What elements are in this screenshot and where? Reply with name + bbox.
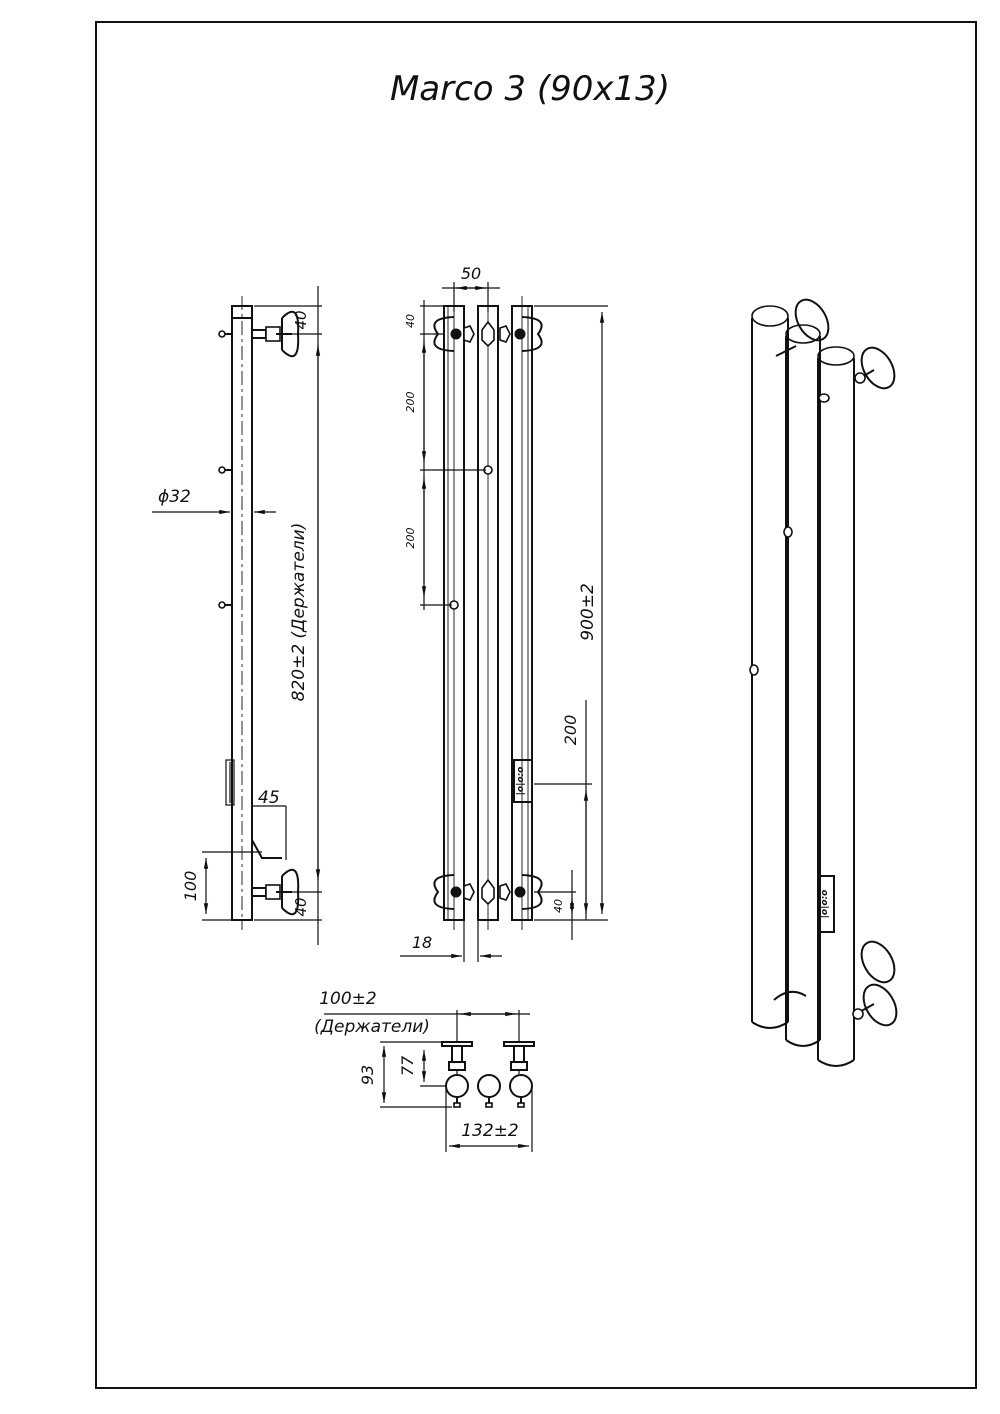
dim-front-900: 900±2	[578, 583, 598, 641]
front-view: |o|o:o 50 40 200 200 900±2 200 40	[400, 264, 608, 962]
side-hooks	[218, 330, 232, 609]
isometric-view: |o|o:o	[749, 298, 898, 1067]
svg-text:|o|o:o: |o|o:o	[516, 767, 526, 796]
top-tube-right	[509, 1074, 533, 1098]
dim-side-top-40: 40	[292, 310, 310, 329]
dim-front-top-40: 40	[404, 314, 417, 328]
iso-tube-middle	[785, 324, 821, 1047]
dim-side-100: 100	[181, 871, 200, 902]
drawing-title: Marco 3 (90x13)	[390, 69, 670, 109]
front-control-panel: |o|o:o	[513, 759, 533, 803]
side-control-block	[225, 759, 235, 806]
dim-top-93: 93	[358, 1065, 377, 1085]
dim-front-50: 50	[461, 264, 481, 283]
iso-top-brackets	[775, 298, 896, 390]
dim-front-right-200: 200	[561, 715, 580, 746]
dim-front-200-b: 200	[404, 528, 417, 549]
dim-side-diameter: ϕ32	[158, 487, 191, 507]
front-bottom-flanges	[433, 874, 543, 910]
iso-hook-1	[818, 393, 830, 403]
dim-top-holders-label: (Держатели)	[314, 1017, 430, 1037]
svg-text:|o|o:o: |o|o:o	[820, 890, 830, 919]
dim-side-45: 45	[258, 788, 280, 808]
top-tube-left	[445, 1074, 469, 1098]
iso-bottom-brackets	[773, 940, 898, 1027]
dim-front-bottom-40: 40	[552, 899, 565, 913]
dim-side-bottom-40: 40	[292, 897, 310, 916]
top-tube-middle	[477, 1074, 501, 1098]
dim-front-18: 18	[412, 933, 432, 952]
front-top-flanges	[433, 316, 543, 352]
iso-tube-right	[817, 346, 855, 1067]
dim-side-820: 820±2 (Держатели)	[289, 523, 309, 702]
iso-hook-3	[749, 664, 759, 676]
dim-front-200-a: 200	[404, 392, 417, 413]
dim-top-132: 132±2	[461, 1121, 519, 1141]
dim-top-holders: 100±2	[319, 989, 377, 1009]
sheet-border	[95, 21, 977, 1389]
side-top-bracket	[251, 310, 300, 358]
iso-control-panel: |o|o:o	[819, 875, 835, 933]
top-view: 100±2 (Держатели) 93 77 132±2	[314, 989, 535, 1152]
side-view: 820±2 (Держатели) 40 40 ϕ32 45 100	[152, 286, 322, 945]
iso-hook-2	[783, 526, 793, 538]
dim-top-77: 77	[398, 1055, 417, 1076]
